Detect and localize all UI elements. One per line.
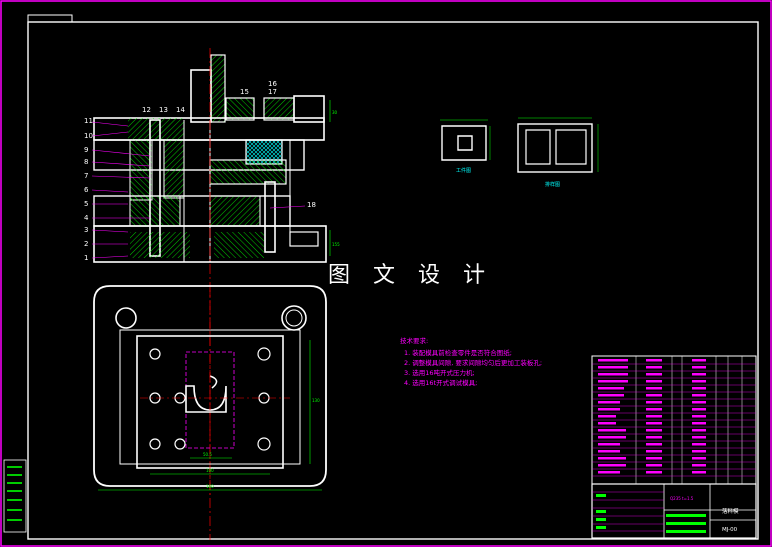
technical-notes: 技术要求: 1. 装配模具前检查零件是否符合图纸; 2. 调整模具间隙, 要求间…: [400, 336, 542, 387]
part-label-15: 15: [240, 88, 249, 96]
part-label-14: 14: [176, 106, 185, 114]
notes-title: 技术要求:: [400, 336, 428, 345]
part-label-5: 5: [84, 200, 88, 208]
plan-view: 160 100 50.5 130: [93, 285, 327, 496]
corner-tag: [27, 14, 73, 23]
part-label-10: 10: [84, 132, 93, 140]
strip-layout-drawing: 排样图: [517, 117, 599, 188]
layout-label: 排样图: [545, 181, 560, 188]
parts-list: [591, 355, 757, 485]
part-label-6: 6: [84, 186, 89, 194]
part-label-2: 2: [84, 240, 88, 248]
note-item-1: 1. 装配模具前检查零件是否符合图纸;: [404, 348, 512, 357]
part-label-1: 1: [84, 254, 88, 262]
part-label-18: 18: [307, 201, 316, 209]
title-block: Q235 t=1.5 落料模 MJ-00: [591, 483, 757, 539]
part-label-13: 13: [159, 106, 168, 114]
part-label-11: 11: [84, 117, 93, 125]
note-item-4: 4. 选用16t开式调试模具;: [404, 378, 477, 387]
part-label-9: 9: [84, 146, 88, 154]
part-labels-left: 11 10 9 8 7 6 5 4 3 2 1: [84, 117, 93, 262]
workpiece-drawing: 工件图: [440, 119, 491, 174]
drawing-frame: [27, 21, 759, 540]
part-labels-top: 12 13 14 15 16 17 18: [142, 80, 316, 209]
part-label-3: 3: [84, 226, 88, 234]
part-label-17: 17: [268, 88, 277, 96]
side-dim-top: 30: [332, 110, 338, 115]
part-label-4: 4: [84, 214, 89, 222]
watermark: 图 文 设 计: [328, 263, 493, 288]
dim-right-height: 130: [312, 398, 320, 403]
dim-small-width: 50.5: [203, 452, 212, 457]
side-dim-bottom: 155: [332, 242, 340, 247]
note-item-3: 3. 选用16吨开式压力机;: [404, 368, 475, 377]
front-section-view: 30 155: [91, 48, 340, 540]
title-block-material: Q235 t=1.5: [670, 496, 694, 501]
part-label-12: 12: [142, 106, 151, 114]
part-label-7: 7: [84, 172, 88, 180]
dim-inner-width: 100: [206, 468, 214, 473]
title-block-number: MJ-00: [722, 527, 738, 533]
workpiece-label: 工件图: [456, 167, 471, 174]
part-label-16: 16: [268, 80, 277, 88]
title-block-name: 落料模: [722, 507, 739, 515]
part-label-8: 8: [84, 158, 88, 166]
left-side-block: [3, 459, 27, 533]
note-item-2: 2. 调整模具间隙, 要求间隙均匀后更加工装板孔;: [404, 358, 542, 367]
dim-bottom-width: 160: [206, 484, 214, 489]
